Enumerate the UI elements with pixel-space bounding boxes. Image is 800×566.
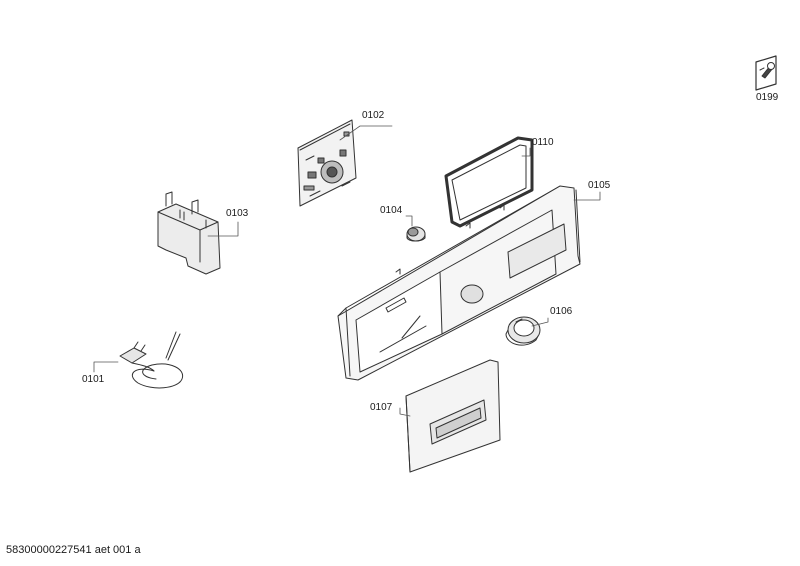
callout-0104: 0104 xyxy=(380,205,403,216)
control-pcb-part xyxy=(297,119,357,207)
display-cover-part xyxy=(444,136,534,228)
leader-lines xyxy=(93,125,601,417)
callout-0102: 0102 xyxy=(362,110,385,121)
drawer-handle-part xyxy=(405,359,501,473)
service-tool-icon xyxy=(755,55,777,91)
selector-knob-part xyxy=(406,226,426,242)
document-id-footer: 58300000227541 aet 001 a xyxy=(6,544,141,556)
terminal-housing-part xyxy=(157,191,221,275)
callout-0199: 0199 xyxy=(756,92,779,103)
callout-0110: 0110 xyxy=(532,137,554,148)
callout-0106: 0106 xyxy=(550,306,573,317)
callout-0105: 0105 xyxy=(588,180,611,191)
callout-0101: 0101 xyxy=(82,374,105,385)
power-cord-part xyxy=(119,331,184,389)
program-knob-part xyxy=(505,316,541,346)
control-panel-part xyxy=(337,185,581,381)
callout-0107: 0107 xyxy=(370,402,393,413)
callout-0103: 0103 xyxy=(226,208,249,219)
